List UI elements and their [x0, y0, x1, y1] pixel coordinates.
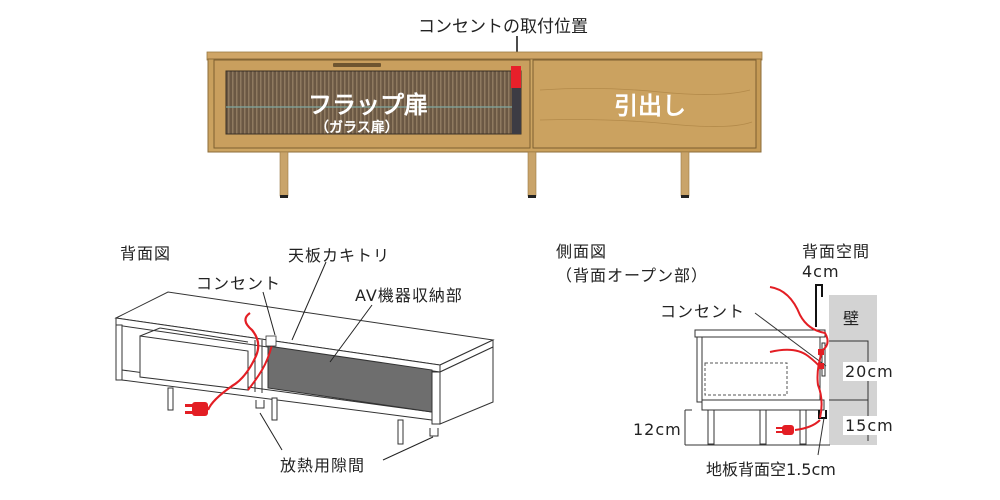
- plug-icon: [185, 402, 208, 416]
- back-space-value: 4cm: [802, 262, 840, 281]
- dim-20cm: 20cm: [843, 362, 896, 381]
- back-view-title: 背面図: [120, 244, 172, 263]
- av-storage-label: AV機器収納部: [355, 286, 463, 305]
- flap-door-sub-label: （ガラス扉）: [315, 120, 399, 136]
- side-outlet-label: コンセント: [660, 302, 746, 321]
- floor-gap-value: 1.5cm: [786, 460, 836, 479]
- side-plug-icon: [776, 425, 794, 435]
- vent-gap-label: 放熱用隙間: [280, 456, 366, 475]
- floor-gap-label: 地板背面空1.5cm: [706, 456, 836, 480]
- outlet-position-label: コンセントの取付位置: [418, 17, 588, 37]
- back-space-label: 背面空間: [802, 242, 871, 261]
- flap-door-label: フラップ扉: [308, 91, 428, 119]
- wall-label: 壁: [843, 309, 861, 328]
- side-view-subtitle: （背面オープン部）: [556, 266, 709, 285]
- floor-gap-text: 地板背面空: [706, 460, 787, 479]
- dim-12cm: 12cm: [633, 420, 682, 439]
- dim-15cm: 15cm: [843, 416, 896, 435]
- top-notch-label: 天板カキトリ: [288, 246, 391, 265]
- outlet-label: コンセント: [196, 274, 282, 293]
- tv-board-illustration: [206, 36, 763, 198]
- outlet-marker: [511, 66, 521, 88]
- drawer-label: 引出し: [614, 92, 686, 120]
- side-view-title: 側面図: [556, 242, 608, 261]
